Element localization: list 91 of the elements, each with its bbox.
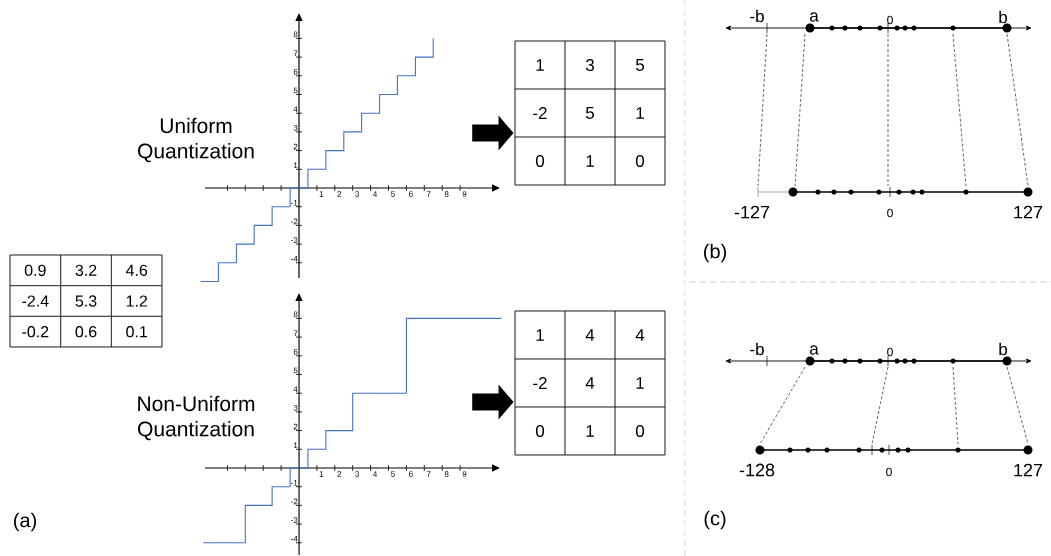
matrix-cell: 0 xyxy=(635,155,645,167)
axis-label: b xyxy=(999,342,1007,356)
tick-label: 6 xyxy=(409,471,413,477)
axis-label: 0 xyxy=(887,208,893,218)
tick-label: 1 xyxy=(293,162,298,169)
matrix-cell: -0.2 xyxy=(22,326,49,338)
matrix-cell: 4.6 xyxy=(125,264,148,276)
tick-label: 1 xyxy=(319,191,324,197)
matrix-cell: 0.1 xyxy=(126,326,148,338)
axis-label: -b xyxy=(750,342,764,356)
tick-label: 8 xyxy=(293,311,298,318)
axis-label: a xyxy=(810,12,819,22)
tick-label: 3 xyxy=(355,191,359,197)
tick-label: -2 xyxy=(291,218,298,225)
tick-label: 1 xyxy=(293,442,298,449)
panel-label: (c) xyxy=(704,510,726,530)
tick-label: 3 xyxy=(355,471,359,477)
matrix-cell: 0 xyxy=(535,155,545,167)
matrix-cell: 4 xyxy=(585,329,595,341)
tick-label: 5 xyxy=(391,471,395,477)
panel-label: (a) xyxy=(14,512,36,532)
matrix-cell: 1 xyxy=(586,425,594,437)
matrix-cell: 1 xyxy=(636,107,644,119)
tick-label: -3 xyxy=(291,237,298,243)
matrix-cell: 1 xyxy=(636,377,644,389)
matrix-table xyxy=(9,254,163,348)
axis-label: a xyxy=(810,345,819,355)
matrix-cell: 5 xyxy=(585,107,594,119)
tick-label: -3 xyxy=(291,517,298,523)
tick-label: 4 xyxy=(293,386,298,392)
matrix-cell: 1 xyxy=(536,59,544,71)
tick-label: -2 xyxy=(291,498,298,505)
tick-label: -4 xyxy=(291,256,298,262)
axis-label: 0 xyxy=(886,467,892,477)
panel-label: (b) xyxy=(704,243,726,263)
plot-title: Non-Uniform Quantization xyxy=(138,395,255,441)
plot-title: Uniform Quantization xyxy=(138,117,254,163)
tick-label: 2 xyxy=(337,191,342,197)
tick-label: 2 xyxy=(337,471,342,477)
matrix-cell: 0 xyxy=(635,424,645,437)
tick-label: 9 xyxy=(462,471,467,477)
tick-label: 4 xyxy=(293,106,298,112)
tick-label: 7 xyxy=(293,330,298,336)
tick-label: -1 xyxy=(291,200,298,206)
tick-label: 6 xyxy=(293,348,298,355)
tick-label: -1 xyxy=(291,480,298,486)
tick-label: 7 xyxy=(293,50,298,56)
axis-label: 0 xyxy=(887,347,893,357)
matrix-cell: 3.2 xyxy=(75,264,97,276)
tick-label: 6 xyxy=(293,68,298,75)
tick-label: 8 xyxy=(444,471,449,477)
tick-label: 3 xyxy=(293,125,298,131)
axis-label: 127 xyxy=(1014,463,1043,477)
tick-label: 8 xyxy=(293,31,298,38)
matrix-cell: 0.6 xyxy=(75,326,97,338)
axis-label: -127 xyxy=(734,205,770,219)
tick-label: 7 xyxy=(426,471,431,477)
tick-label: 2 xyxy=(293,423,298,430)
tick-label: 5 xyxy=(293,87,298,94)
tick-label: 7 xyxy=(426,191,431,197)
matrix-cell: 1.2 xyxy=(126,295,148,307)
tick-label: 4 xyxy=(373,471,378,477)
tick-label: 3 xyxy=(293,405,298,411)
matrix-cell: -2.4 xyxy=(22,295,49,307)
matrix-cell: 4 xyxy=(585,377,595,389)
axis-label: -128 xyxy=(739,463,775,477)
matrix-table xyxy=(514,310,666,456)
matrix-cell: -2 xyxy=(533,377,547,389)
matrix-cell: 1 xyxy=(586,155,594,167)
axis-label: 127 xyxy=(1014,205,1043,219)
matrix-cell: -2 xyxy=(533,107,547,119)
tick-label: 5 xyxy=(293,367,298,374)
tick-label: -4 xyxy=(291,536,298,542)
tick-label: 6 xyxy=(409,191,413,197)
matrix-table xyxy=(514,40,666,186)
matrix-cell: 5.3 xyxy=(75,295,97,307)
tick-label: 4 xyxy=(373,191,378,197)
axis-label: 0 xyxy=(887,15,893,25)
tick-label: 8 xyxy=(444,191,449,197)
tick-label: 1 xyxy=(319,471,324,477)
tick-label: 2 xyxy=(293,143,298,150)
tick-label: 9 xyxy=(462,191,467,197)
matrix-cell: 0.9 xyxy=(24,264,46,276)
matrix-cell: 1 xyxy=(536,329,544,341)
tick-label: 5 xyxy=(391,191,395,197)
axis-label: b xyxy=(999,10,1007,24)
axis-label: -b xyxy=(750,9,764,23)
matrix-cell: 0 xyxy=(535,424,545,437)
matrix-cell: 5 xyxy=(635,59,644,71)
matrix-cell: 3 xyxy=(585,59,594,71)
matrix-cell: 4 xyxy=(635,329,645,341)
